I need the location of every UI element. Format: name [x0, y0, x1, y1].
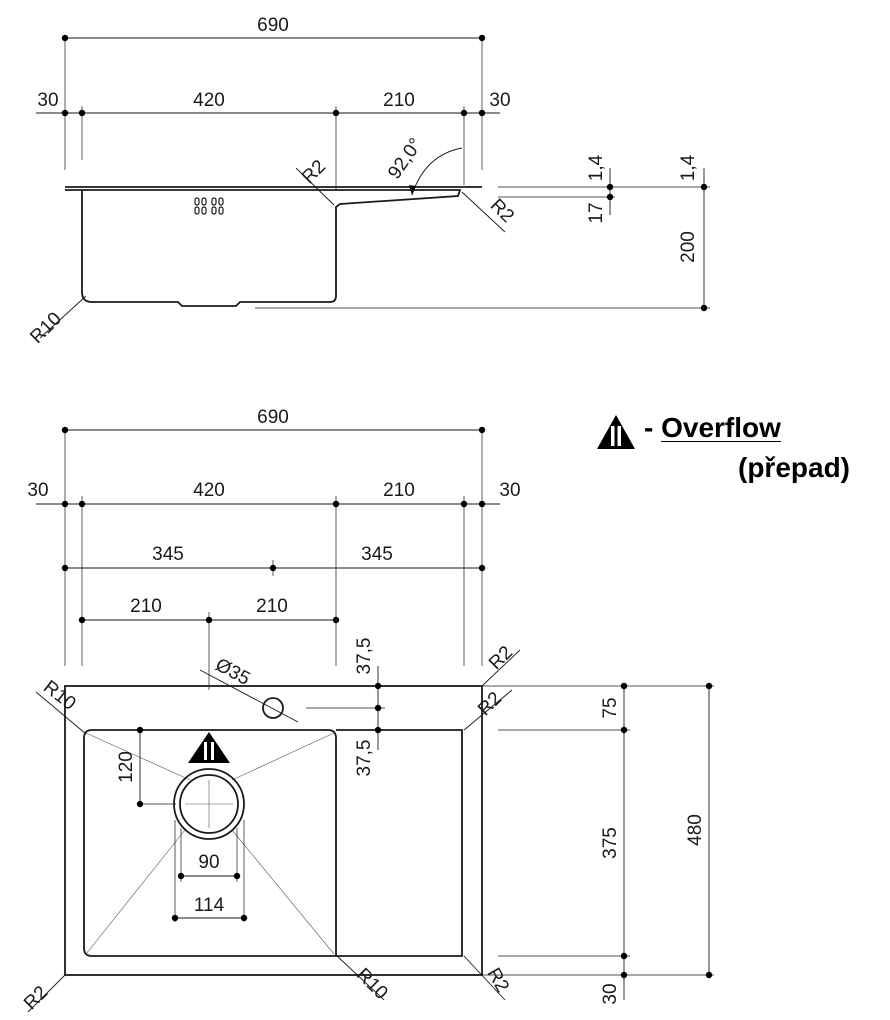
overflow-legend: - Overflow (přepad): [596, 410, 886, 490]
top-overflow-offset-left: 210: [130, 596, 162, 617]
side-depth: 200: [678, 231, 699, 263]
front-margin: 75: [600, 697, 621, 718]
top-bowl-width: 420: [193, 480, 225, 501]
radius-inner-top-right: R2: [474, 688, 506, 720]
drainer-outline: [336, 729, 463, 957]
sink-outline: [64, 685, 483, 976]
side-thickness-b: 1,4: [678, 154, 699, 181]
top-half-left: 345: [152, 544, 184, 565]
drain-icon: [173, 768, 245, 840]
drain-inner-dia: 90: [198, 852, 219, 873]
legend-separator: -: [644, 412, 654, 443]
tap-hole-dia: Ø35: [212, 654, 254, 689]
warning-triangle-icon: [597, 415, 635, 449]
side-radius-top: R2: [298, 156, 330, 188]
legend-title: - Overflow: [644, 412, 781, 444]
bowl-outline: [83, 729, 337, 957]
drain-outer-dia: 114: [194, 895, 225, 916]
radius-outer-bottom-left: R2: [20, 982, 52, 1014]
radius-outer-bottom-right: R2: [483, 964, 513, 996]
drain-offset: 120: [116, 751, 137, 783]
legend-label: Overflow: [661, 412, 781, 443]
top-overflow-offset-right: 210: [256, 596, 288, 617]
side-drainer-width: 210: [383, 90, 415, 111]
tap-hole: [262, 697, 284, 719]
top-view: 690 30 420 210 30 345 345 210 210: [20, 407, 714, 1014]
legend-translation: (přepad): [738, 452, 850, 483]
overflow-marker-icon: [188, 732, 230, 763]
top-left-margin: 30: [27, 480, 48, 501]
top-total-width: 690: [257, 407, 289, 428]
radius-bowl-top-left: R10: [39, 677, 79, 715]
top-drainer-width: 210: [383, 480, 415, 501]
side-left-margin: 30: [37, 90, 58, 111]
bowl-length: 375: [600, 827, 621, 859]
top-right-margin: 30: [499, 480, 520, 501]
side-thickness-a: 1,4: [586, 154, 607, 181]
side-view: 690 30 420 210 30 92,0° R2 R2: [26, 15, 710, 348]
overflow-y-top: 37,5: [354, 638, 375, 675]
side-radius-right: R2: [486, 195, 518, 227]
top-half-right: 345: [361, 544, 393, 565]
side-right-margin: 30: [489, 90, 510, 111]
side-radius-bottom: R10: [26, 308, 65, 347]
radius-bowl-bottom-right: R10: [352, 964, 391, 1003]
side-bowl-width: 420: [193, 90, 225, 111]
overflow-y-bottom: 37,5: [354, 740, 375, 777]
side-total-width: 690: [257, 15, 289, 36]
overflow-slots-icon: [194, 197, 224, 215]
radius-outer-top-right: R2: [485, 642, 517, 674]
side-profile: [65, 186, 482, 307]
back-margin: 30: [600, 983, 621, 1004]
side-drainer-depth: 17: [586, 202, 607, 223]
total-length: 480: [685, 814, 706, 846]
